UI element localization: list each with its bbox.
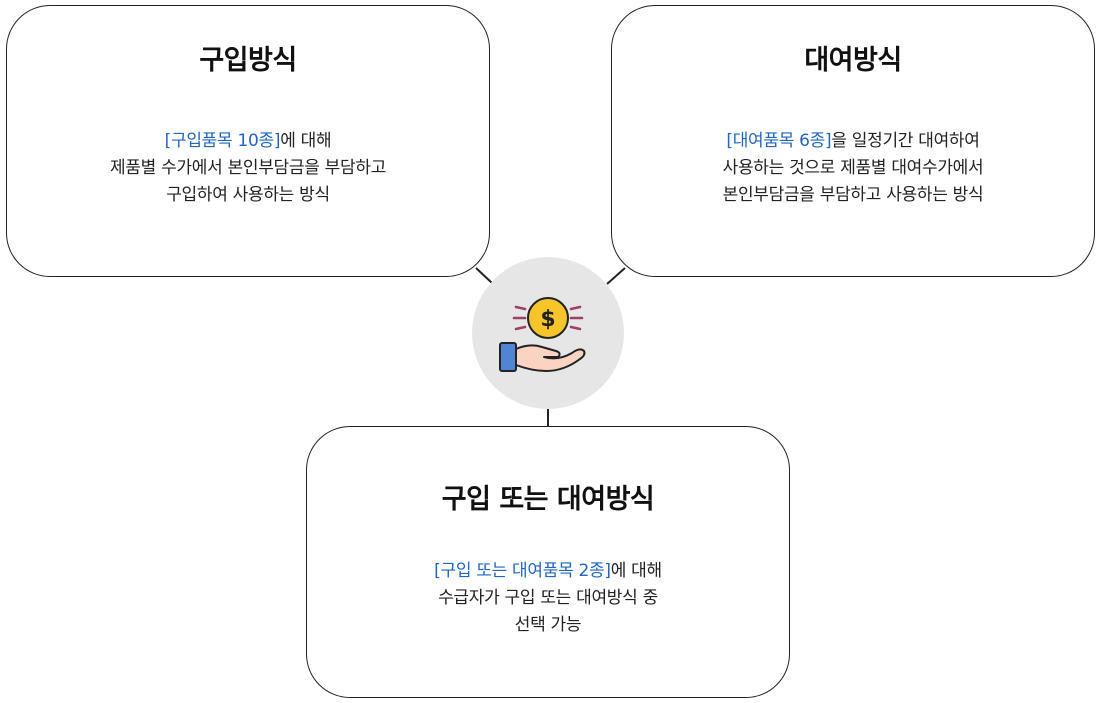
connector-rental (606, 267, 626, 285)
hand (515, 344, 586, 372)
cuff (499, 342, 517, 372)
purchase-or-rental-description: [구입 또는 대여품목 2종]에 대해 수급자가 구입 또는 대여방식 중 선택… (323, 558, 773, 639)
rental-description-line-1: [대여품목 6종]을 일정기간 대여하여 (628, 128, 1078, 155)
dollar-sign: $ (540, 307, 555, 332)
rental-description-line-3: 본인부담금을 부담하고 사용하는 방식 (722, 185, 984, 205)
purchase-description-line-2: 제품별 수가에서 본인부담금을 부담하고 (109, 158, 387, 178)
either-description-line-2: 수급자가 구입 또는 대여방식 중 (438, 588, 658, 608)
rental-item-count-highlight: [대여품목 6종] (726, 131, 832, 151)
connector-purchase (475, 267, 493, 284)
rental-method-card: 대여방식 [대여품목 6종]을 일정기간 대여하여 사용하는 것으로 제품별 대… (611, 5, 1095, 277)
hand-holding-coin-icon: $ (499, 297, 586, 372)
purchase-or-rental-title: 구입 또는 대여방식 (441, 484, 655, 515)
either-line-1-text: 에 대해 (610, 561, 662, 581)
rental-line-1-text: 을 일정기간 대여하여 (831, 131, 980, 151)
purchase-line-1-text: 에 대해 (280, 131, 332, 151)
either-description-line-3: 선택 가능 (514, 615, 582, 635)
coin (527, 297, 569, 339)
either-item-count-highlight: [구입 또는 대여품목 2종] (434, 561, 611, 581)
rental-description-line-2: 사용하는 것으로 제품별 대여수가에서 (722, 158, 984, 178)
purchase-description-line-3: 구입하여 사용하는 방식 (166, 185, 330, 205)
hub-circle: $ (472, 257, 624, 409)
either-description-line-1: [구입 또는 대여품목 2종]에 대해 (323, 558, 773, 585)
purchase-method-card: 구입방식 [구입품목 10종]에 대해 제품별 수가에서 본인부담금을 부담하고… (6, 5, 490, 277)
coin-shine-lines (512, 305, 584, 331)
purchase-method-description: [구입품목 10종]에 대해 제품별 수가에서 본인부담금을 부담하고 구입하여… (23, 128, 473, 209)
rental-method-title: 대여방식 (804, 45, 902, 76)
purchase-method-title: 구입방식 (199, 45, 297, 76)
purchase-item-count-highlight: [구입품목 10종] (164, 131, 281, 151)
purchase-or-rental-card: 구입 또는 대여방식 [구입 또는 대여품목 2종]에 대해 수급자가 구입 또… (306, 426, 790, 698)
purchase-description-line-1: [구입품목 10종]에 대해 (23, 128, 473, 155)
rental-method-description: [대여품목 6종]을 일정기간 대여하여 사용하는 것으로 제품별 대여수가에서… (628, 128, 1078, 209)
